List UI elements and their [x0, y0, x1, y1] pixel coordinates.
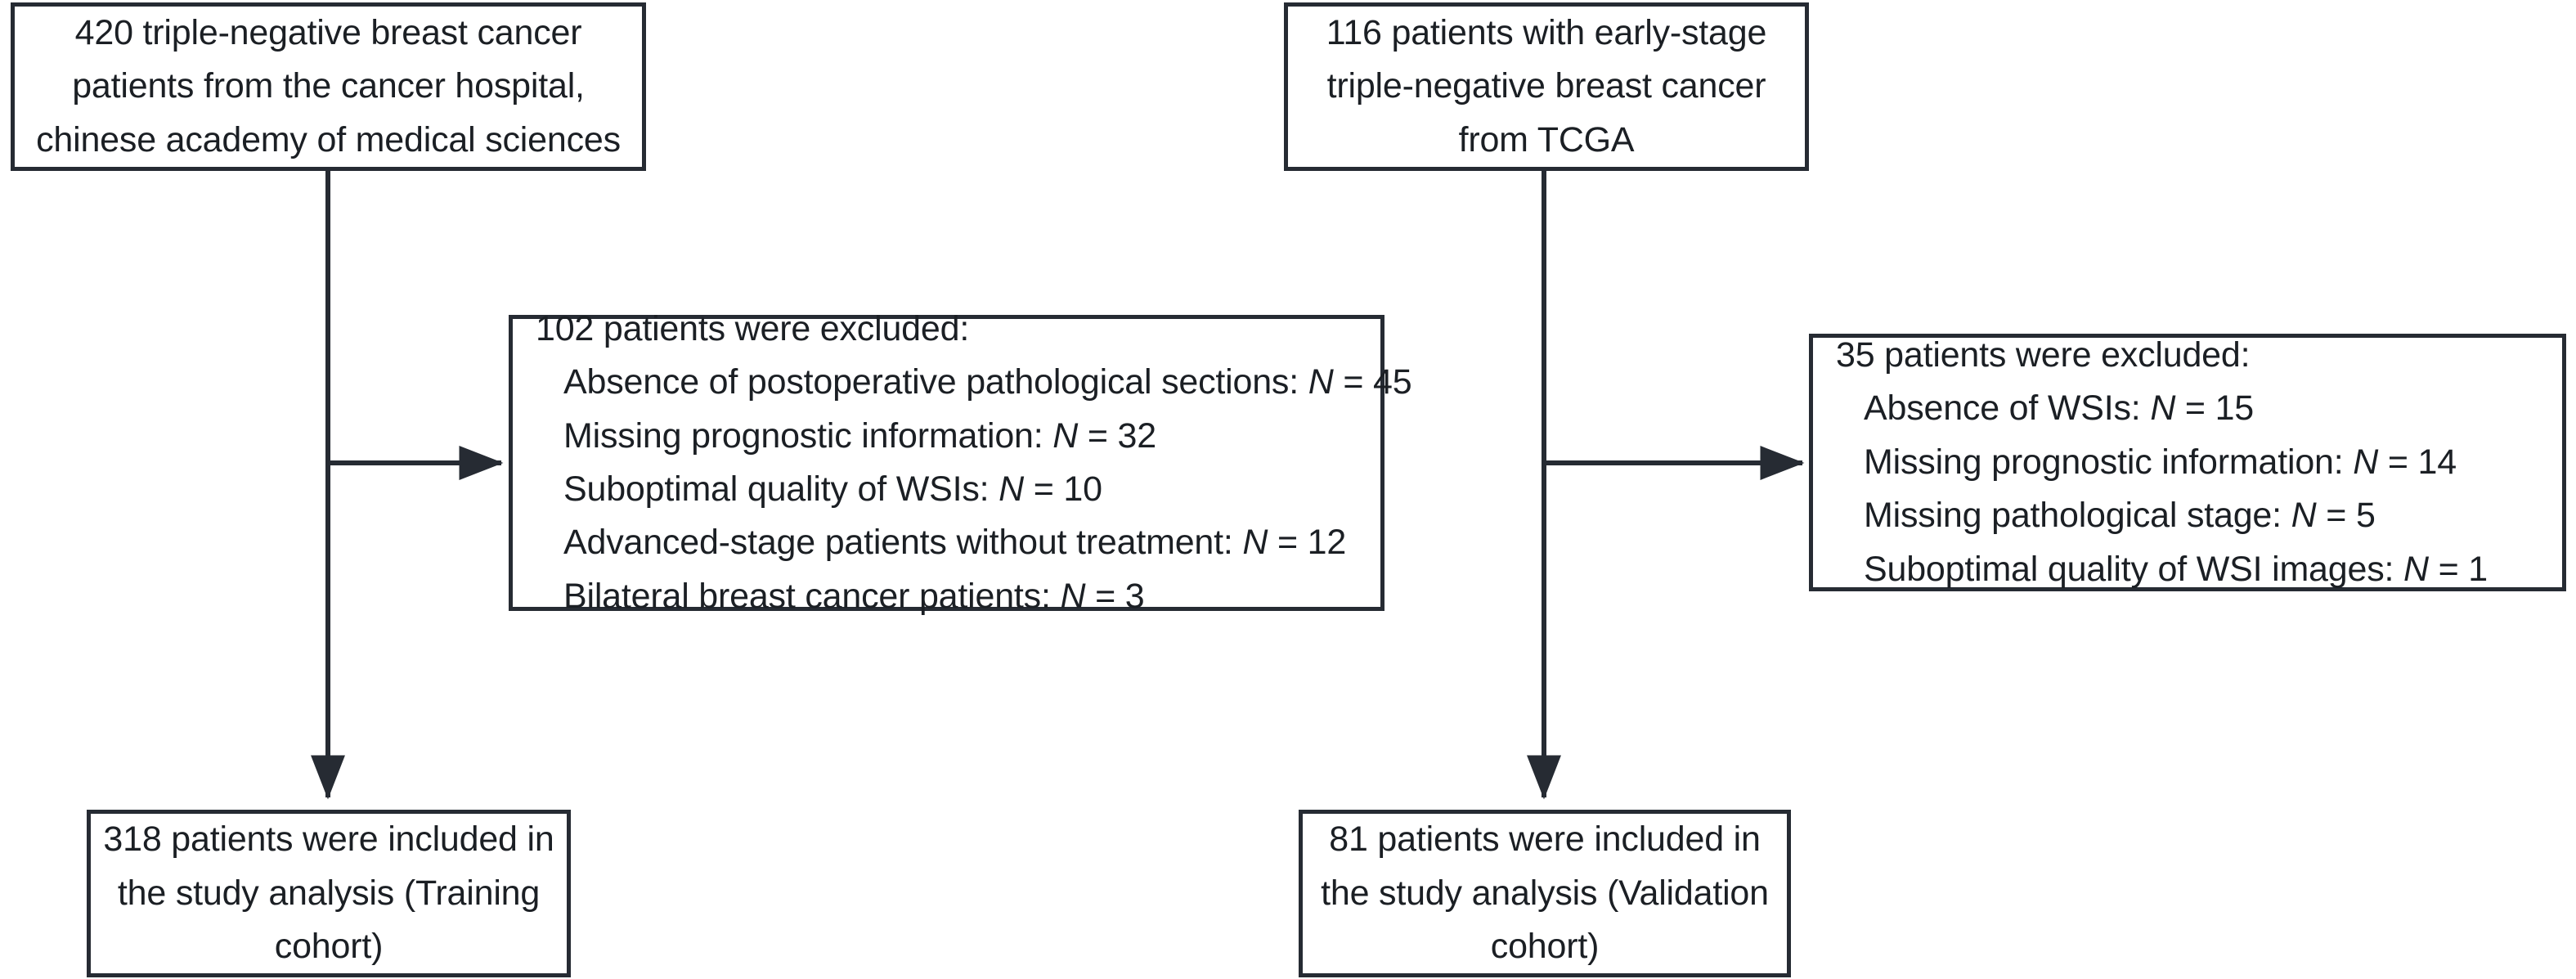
- excluded-training-item-2-n-value: 10: [1063, 469, 1102, 509]
- excluded-validation-item-0-n-value: 15: [2215, 388, 2255, 429]
- included-validation-line-1: 81 patients were included in: [1329, 820, 1761, 860]
- excluded-training-item-4: Bilateral breast cancer patients: N = 3: [513, 570, 1145, 623]
- excluded-training-item-4-n-value: 3: [1124, 576, 1145, 616]
- excluded-validation-item-0-eq: =: [2184, 388, 2206, 429]
- source-validation-line-1: 116 patients with early-stage: [1326, 12, 1767, 52]
- excluded-validation-item-0: Absence of WSIs: N = 15: [1813, 382, 2254, 435]
- excluded-training-item-1-reason: Missing prognostic information:: [563, 415, 1043, 456]
- excluded-validation-item-3-n-value: 1: [2468, 549, 2488, 589]
- excluded-validation-item-1-reason: Missing prognostic information:: [1864, 442, 2344, 482]
- excluded-validation-item-3: Suboptimal quality of WSI images: N = 1: [1813, 543, 2488, 596]
- excluded-validation-item-2-eq: =: [2326, 496, 2347, 536]
- excluded-training-item-2-eq: =: [1033, 469, 1054, 509]
- excluded-training-item-1-eq: =: [1087, 415, 1108, 456]
- excluded-training-item-1-n-label: N: [1052, 415, 1079, 456]
- source-training-line-2: patients from the cancer hospital,: [72, 66, 585, 106]
- excluded-validation-item-1-n-value: 14: [2417, 442, 2457, 482]
- included-training-line-1: 318 patients were included in: [103, 820, 554, 860]
- excluded-validation-item-0-reason: Absence of WSIs:: [1864, 388, 2141, 429]
- excluded-validation-item-1-eq: =: [2387, 442, 2408, 482]
- excluded-validation-item-1: Missing prognostic information: N = 14: [1813, 436, 2457, 489]
- included-training-line-2: the study analysis (Training: [117, 873, 541, 913]
- excluded-validation-item-3-eq: =: [2438, 549, 2459, 589]
- excluded-training-item-3-reason: Advanced-stage patients without treatmen…: [563, 523, 1233, 563]
- excluded-training-heading: 102 patients were excluded:: [536, 308, 970, 348]
- source-training-line-1: 420 triple-negative breast cancer: [74, 12, 582, 52]
- box-excluded-validation: 35 patients were excluded: Absence of WS…: [1809, 334, 2566, 591]
- excluded-validation-item-2: Missing pathological stage: N = 5: [1813, 489, 2376, 542]
- excluded-training-item-0-eq: =: [1343, 362, 1364, 402]
- excluded-training-item-4-reason: Bilateral breast cancer patients:: [563, 576, 1051, 616]
- excluded-training-item-0-n-label: N: [1308, 362, 1334, 402]
- source-training-line-3: chinese academy of medical sciences: [36, 119, 621, 159]
- box-included-training: 318 patients were included in the study …: [87, 810, 571, 977]
- excluded-training-item-4-n-label: N: [1060, 576, 1086, 616]
- excluded-training-item-2-n-label: N: [999, 469, 1024, 509]
- excluded-validation-item-2-n-label: N: [2291, 496, 2317, 536]
- excluded-training-item-3-eq: =: [1277, 523, 1298, 563]
- excluded-training-item-3-n-value: 12: [1307, 523, 1347, 563]
- excluded-training-item-2-reason: Suboptimal quality of WSIs:: [563, 469, 990, 509]
- excluded-training-item-1-n-value: 32: [1117, 415, 1157, 456]
- excluded-validation-heading: 35 patients were excluded:: [1836, 335, 2251, 375]
- excluded-training-item-3-n-label: N: [1242, 523, 1268, 563]
- excluded-validation-item-3-reason: Suboptimal quality of WSI images:: [1864, 549, 2394, 589]
- excluded-training-item-0-n-value: 45: [1373, 362, 1412, 402]
- excluded-validation-item-1-n-label: N: [2353, 442, 2379, 482]
- excluded-validation-item-0-n-label: N: [2150, 388, 2176, 429]
- source-validation-line-3: from TCGA: [1458, 119, 1635, 159]
- box-included-validation: 81 patients were included in the study a…: [1299, 810, 1791, 977]
- excluded-validation-item-3-n-label: N: [2403, 549, 2429, 589]
- box-source-validation: 116 patients with early-stage triple-neg…: [1284, 2, 1809, 171]
- box-source-training: 420 triple-negative breast cancer patien…: [11, 2, 646, 171]
- included-validation-line-3: cohort): [1490, 927, 1600, 967]
- excluded-training-item-3: Advanced-stage patients without treatmen…: [513, 516, 1346, 569]
- excluded-training-item-0: Absence of postoperative pathological se…: [513, 356, 1412, 409]
- excluded-validation-item-2-n-value: 5: [2355, 496, 2376, 536]
- excluded-validation-item-2-reason: Missing pathological stage:: [1864, 496, 2282, 536]
- excluded-training-item-1: Missing prognostic information: N = 32: [513, 410, 1156, 463]
- box-excluded-training: 102 patients were excluded: Absence of p…: [509, 309, 1412, 616]
- included-training-line-3: cohort): [274, 927, 384, 967]
- included-validation-line-2: the study analysis (Validation: [1321, 873, 1769, 913]
- excluded-training-item-0-reason: Absence of postoperative pathological se…: [563, 362, 1299, 402]
- source-validation-line-2: triple-negative breast cancer: [1326, 66, 1766, 106]
- excluded-training-item-4-eq: =: [1095, 576, 1115, 616]
- excluded-training-item-2: Suboptimal quality of WSIs: N = 10: [513, 463, 1102, 516]
